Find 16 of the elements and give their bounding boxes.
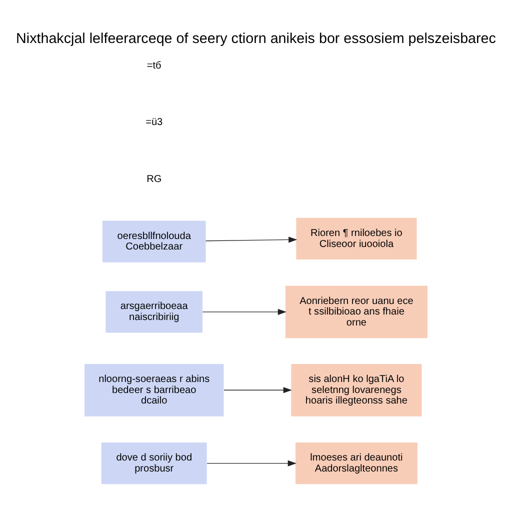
node-box: arsgaerriboeaa naiscribiriig <box>106 290 203 332</box>
node-box: nloorng-soeraeas r abins bedeer s barribeao dcailo <box>84 363 224 416</box>
arrow <box>202 308 286 314</box>
node-box: sis alonH ko lgaTiA lo seletnng lovarenegs hoaris illegteonss sahe <box>291 363 422 416</box>
node-box: lmoeses ari deaunoti Aadorslaglteonnes <box>295 442 418 484</box>
label: =tб <box>146 60 162 71</box>
node-box: dove d soriiy bod prosbusr <box>101 442 207 484</box>
node-box: Rioren ¶ rniloebes io Cliseoor iuooiola <box>296 217 417 260</box>
label: =ü3 <box>146 116 163 128</box>
diagram-title: Nixthakcjal lelfeerarceqe of seery ctiorn anikeis bor essosiem pelszeisbarec <box>16 30 496 47</box>
arrow <box>206 460 296 466</box>
node-box: oeresbllfnolouda Coebbelzaar <box>102 220 206 262</box>
arrow <box>224 386 292 393</box>
node-box: Aonriebern reor uanu ece t ssilbibioao ans fhaie orne <box>285 285 428 338</box>
label: RG <box>146 173 162 184</box>
arrow <box>205 236 298 242</box>
